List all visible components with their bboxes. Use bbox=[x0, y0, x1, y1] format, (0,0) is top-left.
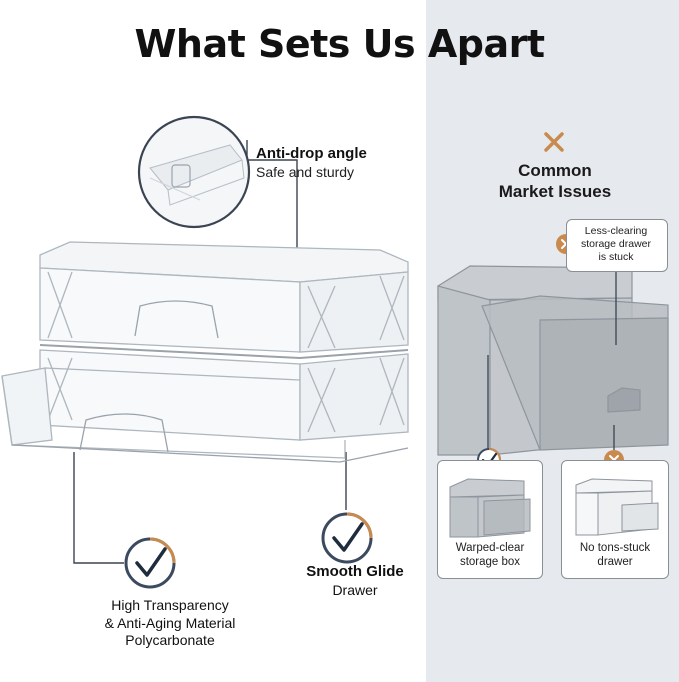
card-warped-label: Warped-clear storage box bbox=[438, 541, 542, 570]
transparency-line1: High Transparency bbox=[111, 597, 229, 613]
anti-drop-feature: Anti-drop angle Safe and sturdy bbox=[256, 145, 367, 181]
card-warped-line1: Warped-clear bbox=[455, 542, 525, 554]
callout-text: Less-clearing storage drawer is stuck bbox=[566, 225, 666, 264]
card-warped-line2: storage box bbox=[459, 556, 521, 569]
smooth-glide-heading: Smooth Glide bbox=[306, 563, 404, 580]
transparency-line2: & Anti-Aging Material bbox=[104, 614, 236, 631]
competitor-drawer bbox=[437, 265, 669, 456]
zoom-detail-circle bbox=[137, 115, 251, 229]
warped-box-thumbnail bbox=[449, 478, 531, 538]
card-stuck-label: No tons-stuck drawer bbox=[562, 541, 668, 570]
smooth-glide-subtitle: Drawer bbox=[332, 581, 378, 598]
market-issues-line1: Common bbox=[518, 161, 592, 180]
callout-lines bbox=[487, 270, 617, 450]
card-stuck-line1: No tons-stuck bbox=[579, 542, 651, 554]
stuck-drawer-thumbnail bbox=[575, 478, 659, 536]
anti-drop-heading: Anti-drop angle bbox=[256, 145, 367, 162]
transparency-line3: Polycarbonate bbox=[125, 632, 215, 648]
anti-drop-subtitle: Safe and sturdy bbox=[256, 163, 355, 180]
check-badge-glide bbox=[321, 512, 373, 564]
issue-card-warped: Warped-clear storage box bbox=[437, 460, 543, 579]
callout-line3: is stuck bbox=[598, 251, 634, 264]
cross-icon bbox=[544, 132, 564, 152]
card-stuck-line2: drawer bbox=[597, 556, 633, 569]
callout-box bbox=[566, 219, 668, 272]
market-issues-line2: Market Issues bbox=[498, 182, 612, 202]
check-badge-transparency bbox=[124, 537, 176, 589]
transparency-feature: High Transparency & Anti-Aging Material … bbox=[70, 597, 270, 650]
market-issues-heading: Common Market Issues bbox=[470, 160, 640, 203]
callout-line1: Less-clearing bbox=[584, 225, 648, 237]
callout-line2: storage drawer bbox=[580, 238, 652, 251]
drawer-stack bbox=[1, 241, 409, 463]
smooth-glide-feature: Smooth Glide Drawer bbox=[296, 563, 414, 599]
page-title: What Sets Us Apart bbox=[134, 22, 545, 66]
issue-card-stuck: No tons-stuck drawer bbox=[561, 460, 669, 579]
